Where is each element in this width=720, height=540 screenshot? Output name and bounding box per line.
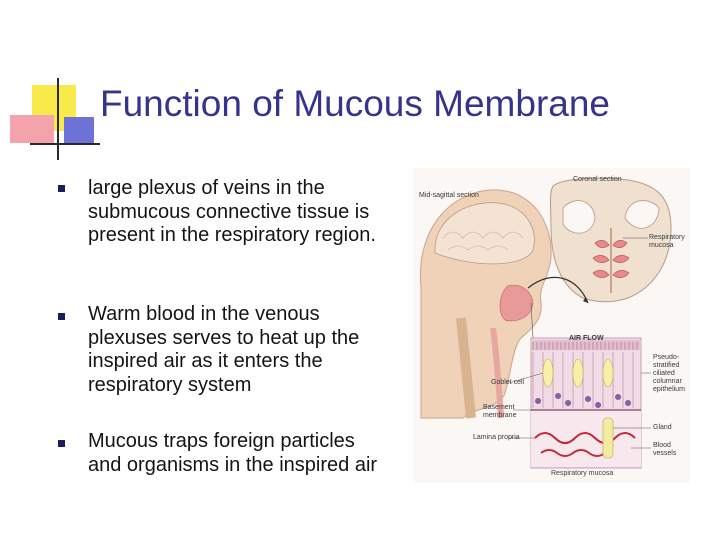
label-respiratory-mucosa-top: Respiratory mucosa [649, 234, 685, 249]
label-mid-sagittal: Mid-sagittal section [419, 192, 479, 199]
respiratory-mucosa-diagram: Mid-sagittal section Coronal section Res… [413, 168, 690, 483]
brain-folds [442, 231, 524, 251]
logo-blue-square [64, 117, 94, 145]
lamina-propria [531, 411, 641, 467]
bullet-square-icon [58, 313, 65, 320]
label-basement-membrane: Basement membrane [483, 404, 517, 419]
label-gland: Gland [653, 424, 672, 431]
bullet-square-icon [58, 185, 65, 192]
label-blood-vessels: Blood vessels [653, 442, 677, 457]
label-pseudostratified: Pseudo-stratified ciliated columnar epit… [653, 354, 685, 393]
air-flow-arrow [527, 276, 589, 304]
blood-vessels [534, 432, 636, 457]
goblet-cell-shape [572, 358, 584, 388]
logo-horizontal-line [30, 143, 100, 145]
air-flow-arrowhead [583, 297, 588, 303]
bullet-text-1: large plexus of veins in the submucous c… [88, 177, 376, 246]
logo-vertical-line [57, 78, 59, 160]
label-goblet-cell: Goblet cell [491, 379, 525, 386]
bullet-square-icon [58, 440, 65, 447]
coronal-orbit-left [562, 200, 596, 234]
goblet-cell-shape [542, 358, 554, 388]
goblet-cell-shape [602, 358, 614, 388]
airway [490, 327, 504, 419]
nasal-cavity [499, 284, 534, 322]
bullet-text-3: Mucous traps foreign particles and organ… [88, 430, 378, 476]
coronal-turbinates-left [592, 240, 610, 278]
zoom-line [530, 302, 534, 339]
coronal-turbinates-right [612, 240, 630, 278]
slide-logo [0, 0, 110, 170]
logo-pink-square [10, 115, 54, 143]
gland-shape [602, 417, 614, 459]
bullet-text-2: Warm blood in the venous plexuses serves… [88, 303, 360, 396]
anatomy-illustration [419, 177, 672, 469]
epithelial-cells [532, 352, 634, 408]
leader-goblet [508, 372, 544, 384]
slide-title: Function of Mucous Membrane [100, 83, 611, 124]
label-respiratory-mucosa-bottom: Respiratory mucosa [551, 470, 614, 477]
spine [456, 317, 476, 419]
cilia-layer [531, 340, 641, 350]
label-coronal: Coronal section [573, 176, 622, 183]
coronal-orbit-right [624, 200, 660, 229]
label-lamina-propria: Lamina propria [473, 434, 520, 441]
cilia [532, 342, 638, 350]
label-air-flow: AIR FLOW [569, 335, 604, 342]
brain-shape [434, 202, 535, 265]
nuclei [535, 393, 632, 408]
